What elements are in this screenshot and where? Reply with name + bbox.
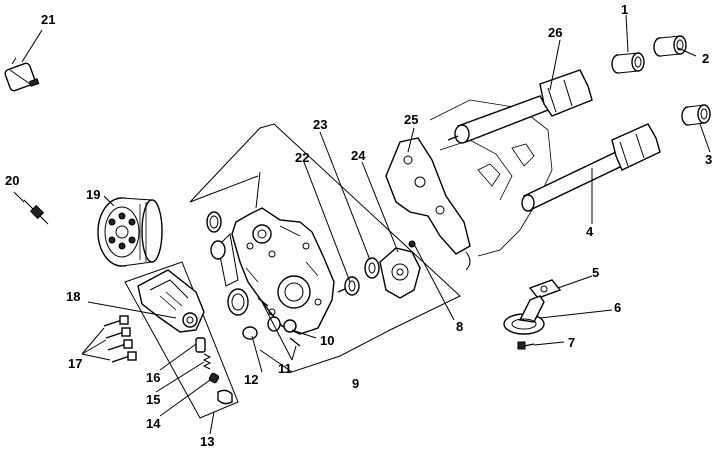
part-21-pressure-switch — [4, 57, 40, 92]
callout-12: 12 — [244, 372, 258, 387]
callout-5: 5 — [592, 265, 599, 280]
callout-18: 18 — [66, 289, 80, 304]
callout-24: 24 — [351, 148, 366, 163]
leader-lines — [13, 14, 711, 435]
callout-6: 6 — [614, 300, 621, 315]
callout-3: 3 — [705, 152, 712, 167]
part-group-9-bracket — [189, 123, 461, 373]
callout-19: 19 — [86, 187, 100, 202]
part-24-pump-cover — [379, 240, 421, 299]
callout-16: 16 — [146, 370, 160, 385]
callout-17: 17 — [68, 356, 82, 371]
part-5-gasket — [528, 279, 562, 299]
part-3-bushing — [681, 104, 711, 126]
part-4-balance-shaft — [521, 123, 661, 212]
callout-22: 22 — [295, 150, 309, 165]
part-2-bushing — [653, 35, 687, 57]
callout-9: 9 — [352, 376, 359, 391]
callout-7: 7 — [568, 335, 575, 350]
callout-14: 14 — [146, 416, 161, 431]
callout-2: 2 — [702, 51, 709, 66]
part-19-oil-filter — [97, 197, 163, 267]
part-10-12-small-parts — [242, 297, 301, 347]
part-20-sender — [23, 199, 49, 225]
callout-21: 21 — [41, 12, 55, 27]
part-26-balance-shaft — [447, 69, 593, 144]
part-22-drive-gear — [337, 276, 360, 296]
part-25-gasket-plate — [385, 137, 471, 271]
part-23-driven-gear — [364, 257, 380, 279]
callout-11: 11 — [278, 361, 292, 376]
callout-1: 1 — [621, 2, 628, 17]
callout-26: 26 — [548, 25, 562, 40]
callout-4: 4 — [586, 224, 594, 239]
part-group-13-18-box — [124, 261, 239, 419]
callout-15: 15 — [146, 392, 160, 407]
part-6-oil-strainer — [503, 295, 545, 335]
part-1-bushing — [611, 52, 645, 74]
part-17-bolts — [103, 315, 137, 363]
callout-labels: 1 2 3 4 5 6 7 8 9 10 11 12 13 14 15 16 1… — [5, 2, 712, 449]
callout-20: 20 — [5, 173, 19, 188]
callout-8: 8 — [456, 319, 463, 334]
oil-pump-front-cover — [206, 171, 335, 335]
callout-25: 25 — [404, 112, 418, 127]
callout-10: 10 — [320, 333, 334, 348]
callout-23: 23 — [313, 117, 327, 132]
part-7-bolt — [517, 341, 535, 350]
callout-13: 13 — [200, 434, 214, 449]
